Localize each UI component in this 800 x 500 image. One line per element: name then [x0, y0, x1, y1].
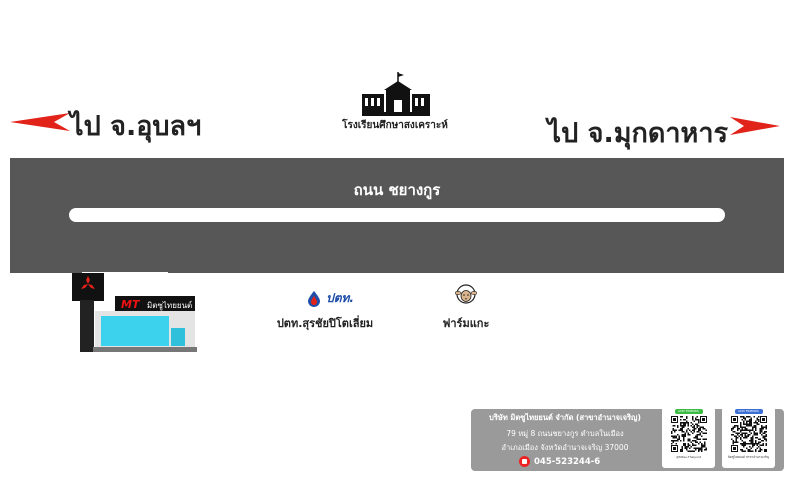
- road-connector: [82, 272, 168, 274]
- school-label: โรงเรียนศึกษาสงเคราะห์: [342, 120, 448, 131]
- mitsubishi-logo-icon: [81, 276, 95, 289]
- ptt-brand-text: ปตท.: [326, 291, 354, 305]
- road-name: ถนน ชยางกูร: [353, 181, 441, 199]
- dealer-showroom-glass: [101, 316, 169, 346]
- qr-code-icon: [729, 415, 768, 453]
- qr-code-icon: [669, 415, 708, 453]
- ptt-logo-icon: ปตท.: [307, 288, 354, 308]
- address-line-1: 79 หมู่ 8 ถนนชยางกูร ตำบลในเมือง: [506, 429, 624, 438]
- farm-label: ฟาร์มแกะ: [442, 317, 490, 330]
- qr-badge-1: ADD FRIENDS: [674, 409, 703, 414]
- dealer-base: [93, 347, 197, 352]
- qr-badge-2: ADD FRIENDS: [734, 409, 763, 414]
- company-name: บริษัท มิตซูไทยยนต์ จำกัด (สาขาอำนาจเจริ…: [489, 413, 641, 422]
- phone-number[interactable]: 045-523244-6: [534, 457, 601, 467]
- qr-caption-2: มิตซูไทยยนต์ สาขาอำนาจเจริญ: [727, 455, 770, 459]
- gas-station-label: ปตท.สุรชัยปิโตเลี่ยม: [276, 317, 374, 330]
- qr-card-line-2[interactable]: ADD FRIENDS มิตซูไทยยนต์ สาขาอำนาจเจริญ: [722, 407, 775, 468]
- qr-caption-1: @Mitsu-Thaiyont: [676, 455, 701, 459]
- phone-row[interactable]: 045-523244-6: [519, 456, 600, 467]
- dealer-pole-stem: [80, 300, 94, 352]
- dealer-logo: MT: [121, 298, 140, 311]
- left-arrow-icon: [10, 113, 70, 131]
- dealer-sign: [115, 296, 195, 311]
- phone-icon: [519, 456, 530, 467]
- direction-right-label: ไป จ.มุกดาหาร: [547, 118, 729, 149]
- direction-left-label: ไป จ.อุบลฯ: [70, 111, 202, 142]
- qr-card-line-1[interactable]: ADD FRIENDS @Mitsu-Thaiyont: [662, 407, 715, 468]
- road: ถนน ชยางกูร: [10, 158, 784, 273]
- road-center-line: [69, 208, 725, 222]
- dealer-door: [171, 328, 185, 346]
- dealer-sign-text: มิตซูไทยยนต์: [147, 301, 193, 310]
- sheep-icon: [455, 284, 477, 304]
- school-icon: [362, 72, 430, 116]
- right-arrow-icon: [730, 117, 780, 135]
- address-line-2: อำเภอเมือง จังหวัดอำนาจเจริญ 37000: [501, 443, 629, 452]
